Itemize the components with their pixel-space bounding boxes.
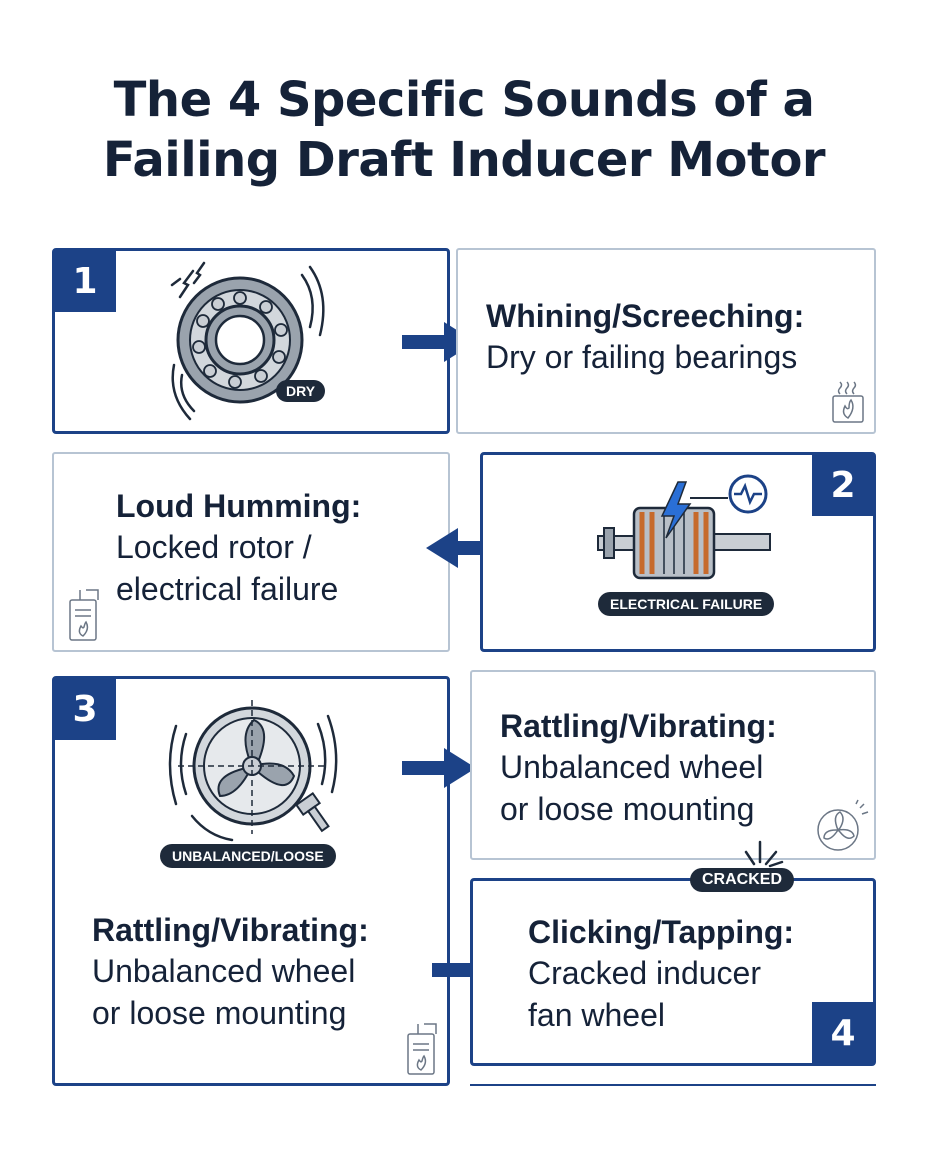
motor-rotor-icon <box>597 474 771 580</box>
step-2-badge: 2 <box>812 454 874 516</box>
bottom-divider <box>470 1084 876 1086</box>
cause-label-line-1: Unbalanced wheel <box>500 749 764 785</box>
step-3-badge: 3 <box>54 678 116 740</box>
panel-4-text: Clicking/Tapping: Cracked inducer fan wh… <box>528 912 794 1036</box>
sound-label: Loud Humming: <box>116 488 362 524</box>
cause-label-line-1: Locked rotor / <box>116 529 312 565</box>
cause-label: Dry or failing bearings <box>486 339 798 375</box>
step-1-badge: 1 <box>54 250 116 312</box>
panel-1-text-box <box>456 248 876 434</box>
cause-label-line-1: Cracked inducer <box>528 955 761 991</box>
panel-1-text: Whining/Screeching: Dry or failing beari… <box>486 296 804 378</box>
sound-label: Whining/Screeching: <box>486 298 805 334</box>
panel-2-text: Loud Humming: Locked rotor / electrical … <box>116 486 361 610</box>
page-title: The 4 Specific Sounds of a Failing Draft… <box>0 70 928 190</box>
cause-label-line-2: or loose mounting <box>92 995 347 1031</box>
cause-label-line-1: Unbalanced wheel <box>92 953 356 989</box>
title-line-1: The 4 Specific Sounds of a <box>113 72 815 128</box>
panel-4-box <box>470 878 876 1066</box>
furnace-flame-icon <box>832 381 864 423</box>
dry-tag: DRY <box>276 380 326 402</box>
unbalanced-loose-tag: UNBALANCED/LOOSE <box>160 844 336 868</box>
arrow-right-icon <box>402 748 476 788</box>
title-line-2: Failing Draft Inducer Motor <box>102 132 826 188</box>
water-heater-icon <box>69 589 99 641</box>
sound-label: Clicking/Tapping: <box>528 914 795 950</box>
panel-3-text-box <box>470 670 876 860</box>
fan-wheel-icon <box>168 700 338 842</box>
cause-label-line-2: or loose mounting <box>500 791 755 827</box>
ball-bearing-icon <box>170 261 325 421</box>
sound-label: Rattling/Vibrating: <box>500 708 777 744</box>
sound-label: Rattling/Vibrating: <box>92 912 369 948</box>
panel-3-left-text: Rattling/Vibrating: Unbalanced wheel or … <box>92 910 369 1034</box>
cracked-tag: CRACKED <box>690 868 794 892</box>
step-4-badge: 4 <box>812 1002 874 1064</box>
cause-label-line-2: electrical failure <box>116 571 339 607</box>
electrical-failure-tag: ELECTRICAL FAILURE <box>598 592 775 616</box>
crack-burst-icon <box>744 840 784 868</box>
cause-label-line-2: fan wheel <box>528 997 665 1033</box>
water-heater-icon <box>407 1023 437 1075</box>
panel-2-text-box <box>52 452 450 652</box>
panel-3-text: Rattling/Vibrating: Unbalanced wheel or … <box>500 706 777 830</box>
fan-small-icon <box>817 799 869 851</box>
